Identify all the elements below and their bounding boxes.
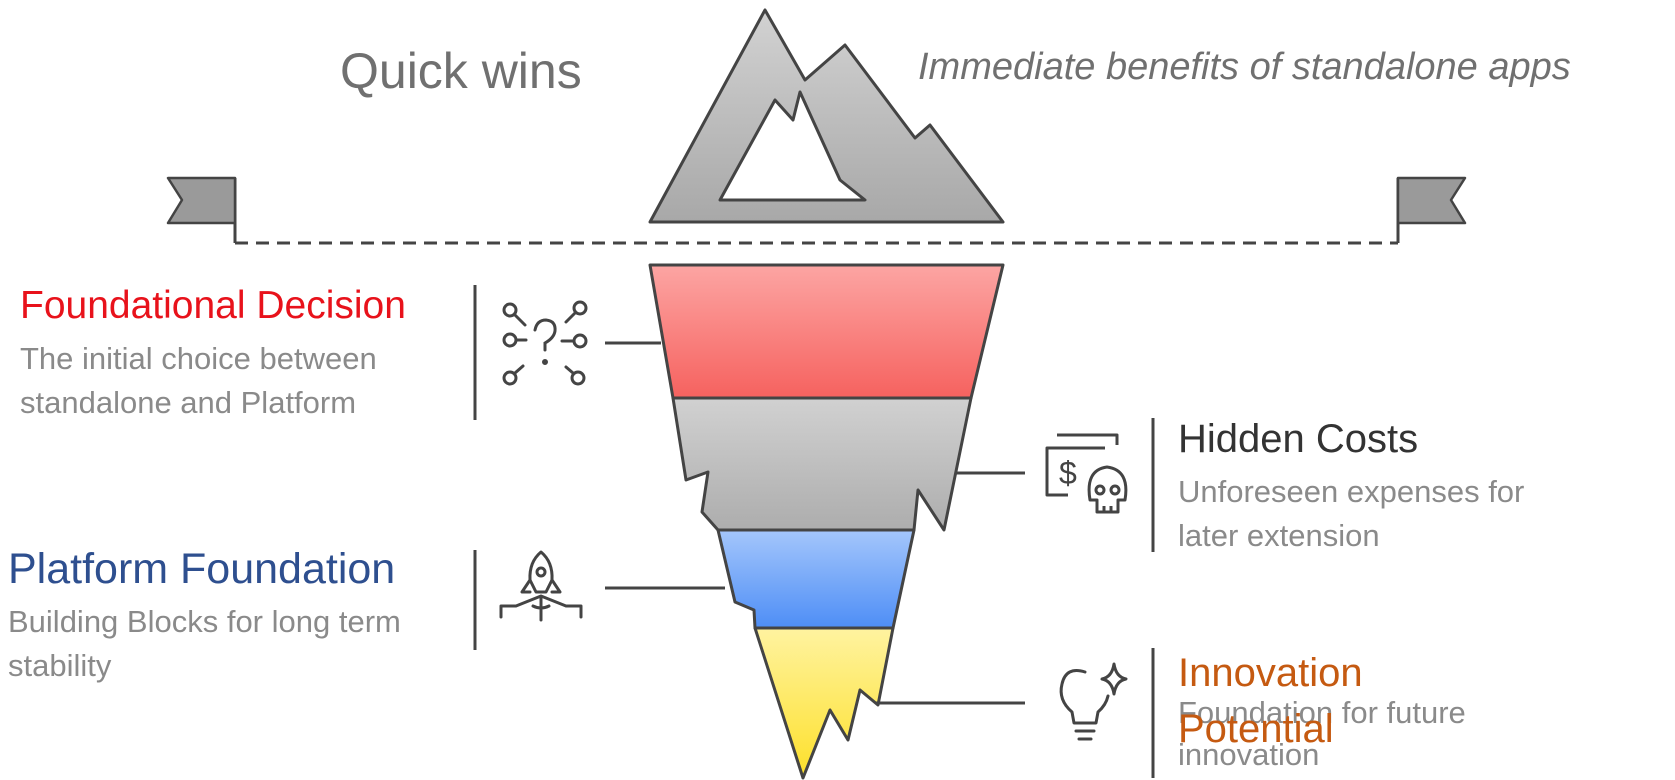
layer-platform xyxy=(716,528,916,630)
innovation-title: Innovation Potential xyxy=(1178,651,1363,751)
hidden-costs-title: Hidden Costs xyxy=(1178,417,1419,461)
section-title: Quick wins xyxy=(340,43,582,99)
right-flag xyxy=(1396,176,1467,225)
svg-text:$: $ xyxy=(1059,455,1077,491)
rocket-launch-icon xyxy=(499,550,583,622)
foundational-title: Foundational Decision xyxy=(20,284,406,327)
iceberg-tip xyxy=(648,8,1005,224)
lightbulb-sparkle-icon xyxy=(1059,662,1128,741)
layer-hidden-costs xyxy=(671,396,973,532)
foundational-description: The initial choice between standalone an… xyxy=(20,341,377,420)
layer-foundational xyxy=(648,263,1005,400)
hidden-costs-description: Unforeseen expenses for later extension xyxy=(1178,474,1525,553)
platform-description: Building Blocks for long term stability xyxy=(8,604,401,683)
layer-innovation xyxy=(753,626,895,780)
decision-network-icon xyxy=(502,300,588,386)
left-flag xyxy=(166,176,237,225)
money-skull-icon: $ xyxy=(1045,433,1128,514)
section-subtitle: Immediate benefits of standalone apps xyxy=(918,46,1571,88)
platform-title: Platform Foundation xyxy=(8,545,396,593)
innovation-description: Foundation for future innovation xyxy=(1178,695,1466,772)
